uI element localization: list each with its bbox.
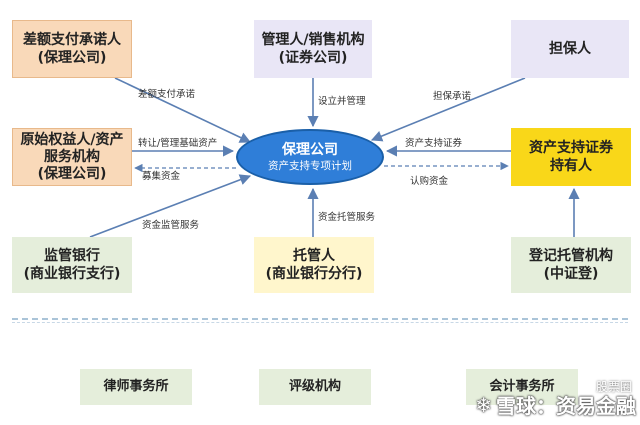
edge-label-subscription: 认购资金 <box>410 176 449 187</box>
box-label-line: (保理公司) <box>37 165 107 182</box>
arrow-guarantor <box>370 77 526 142</box>
watermark-text: 雪球：资易金融 <box>496 394 636 418</box>
box-label-line: (保理公司) <box>37 50 107 66</box>
box-label-line: 原始权益人/资产 <box>20 131 124 148</box>
box-label-line: 资产支持证券 <box>529 140 613 156</box>
arrow-guarantor-payment <box>114 77 252 143</box>
edge-label-fund-custody: 资金托管服务 <box>318 212 376 223</box>
box-label-line: 律师事务所 <box>103 379 169 394</box>
box-label-line: (商业银行支行) <box>23 266 121 282</box>
edge-label-raised-funds: 募集资金 <box>142 171 181 182</box>
edge-label-establish-manage: 设立并管理 <box>318 96 366 107</box>
box-rating-agency: 评级机构 <box>259 369 371 405</box>
box-custodian: 托管人 (商业银行分行) <box>254 237 374 293</box>
box-abs-holder: 资产支持证券 持有人 <box>511 128 631 186</box>
watermark: ❄ 雪球：资易金融 <box>475 390 636 419</box>
box-supervisory-bank: 监管银行 (商业银行支行) <box>12 237 132 293</box>
box-label-line: 差额支付承诺人 <box>23 32 121 48</box>
edge-label-payment-commitment: 差额支付承诺 <box>138 89 196 100</box>
box-label-line: (证券公司) <box>278 50 348 66</box>
center-title: 保理公司 <box>282 141 338 158</box>
box-label-line: (商业银行分行) <box>265 266 363 282</box>
dashed-divider <box>12 322 628 323</box>
box-label-line: 监管银行 <box>44 248 100 264</box>
watermark-badge: 股票圈 <box>595 380 632 394</box>
dashed-divider <box>12 318 628 320</box>
box-label-line: 登记托管机构 <box>529 248 613 264</box>
box-label-line: 托管人 <box>293 248 335 264</box>
edge-label-fund-supervision: 资金监管服务 <box>142 220 200 231</box>
box-manager: 管理人/销售机构 (证券公司) <box>254 20 372 78</box>
center-subtitle: 资产支持专项计划 <box>268 159 352 172</box>
arrow-supervision <box>89 174 252 238</box>
box-label-line: 服务机构 <box>44 148 100 165</box>
edge-label-abs: 资产支持证券 <box>405 138 463 149</box>
box-label-line: (中证登) <box>543 266 599 282</box>
edge-label-guarantee-commitment: 担保承诺 <box>433 91 472 102</box>
center-spv: 保理公司 资产支持专项计划 <box>236 129 384 185</box>
box-registry: 登记托管机构 (中证登) <box>511 237 631 293</box>
box-label-line: 管理人/销售机构 <box>261 32 365 48</box>
box-label-line: 评级机构 <box>288 379 341 394</box>
box-label-line: 担保人 <box>549 41 591 57</box>
box-guarantor: 担保人 <box>511 20 629 78</box>
box-law-firm: 律师事务所 <box>80 369 192 405</box>
box-originator: 原始权益人/资产 服务机构 (保理公司) <box>12 128 132 186</box>
snowball-logo-icon: ❄ <box>475 392 492 417</box>
box-accounting-firm: 会计事务所 <box>466 369 578 405</box>
edge-label-transfer-assets: 转让/管理基础资产 <box>138 138 218 149</box>
box-payment-guarantor: 差额支付承诺人 (保理公司) <box>12 20 132 78</box>
box-label-line: 会计事务所 <box>489 379 555 394</box>
box-label-line: 持有人 <box>550 158 592 174</box>
